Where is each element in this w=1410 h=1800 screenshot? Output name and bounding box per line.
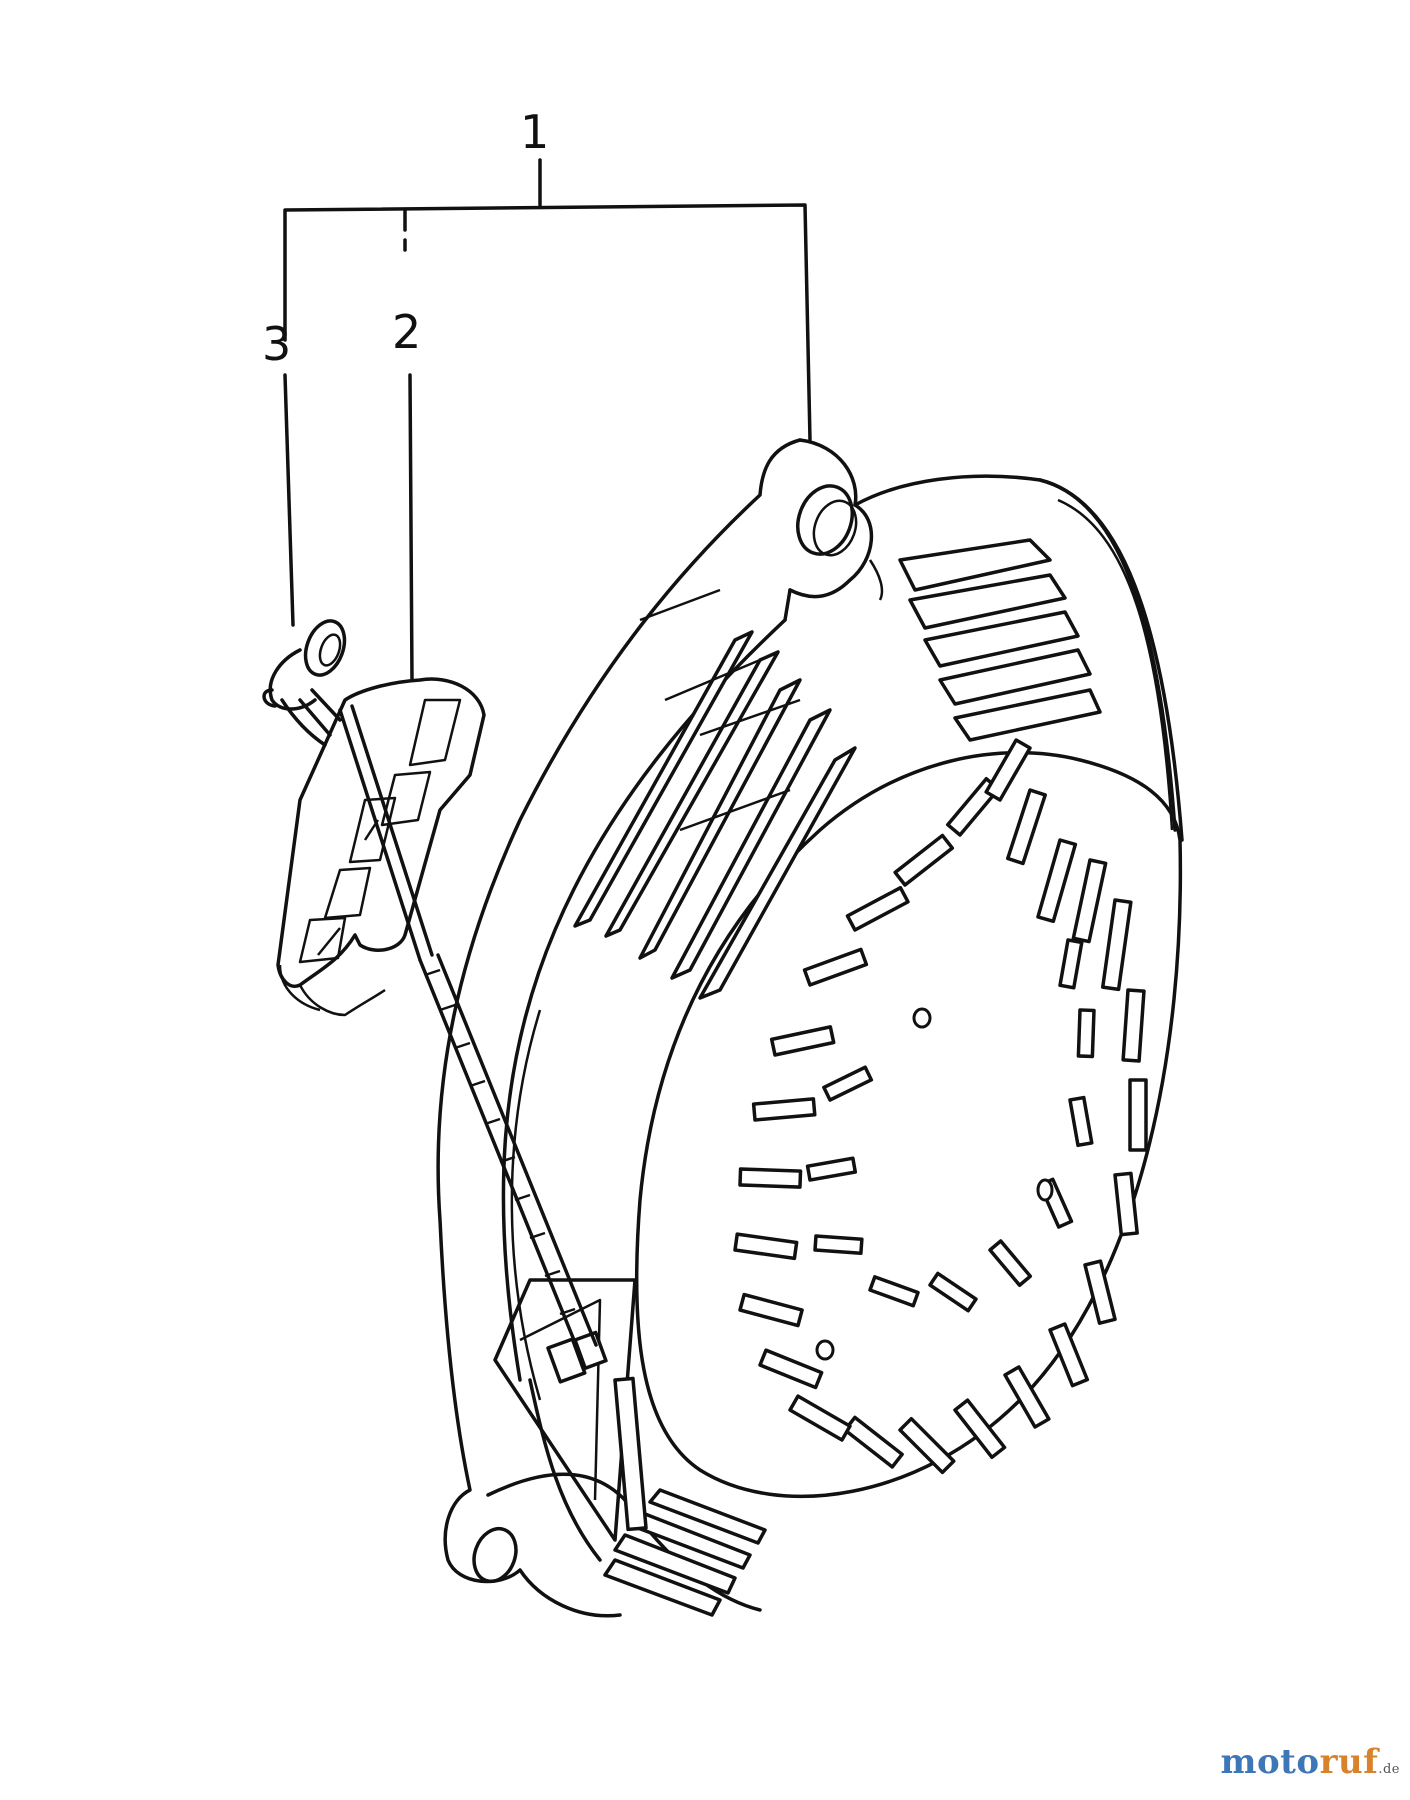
callout-labels: 1 2 3 bbox=[262, 105, 549, 371]
cover-holes bbox=[815, 1007, 1054, 1361]
callout-leaders bbox=[283, 158, 812, 682]
callout-3: 3 bbox=[262, 317, 291, 371]
motoruf-watermark: motoruf.de bbox=[1221, 1742, 1400, 1782]
drum-fins bbox=[573, 538, 1102, 1617]
cover-slots bbox=[733, 738, 1148, 1475]
watermark-suffix: .de bbox=[1378, 1762, 1400, 1777]
rope-guide bbox=[493, 1278, 648, 1542]
starter-grip bbox=[276, 677, 486, 1017]
starter-housing bbox=[436, 438, 1184, 1618]
watermark-part2: ruf bbox=[1319, 1742, 1379, 1782]
starter-rope bbox=[338, 704, 598, 1352]
callout-1: 1 bbox=[520, 105, 549, 159]
rope-knot bbox=[262, 619, 347, 747]
callout-2: 2 bbox=[392, 305, 421, 359]
watermark-part1: moto bbox=[1220, 1742, 1320, 1782]
